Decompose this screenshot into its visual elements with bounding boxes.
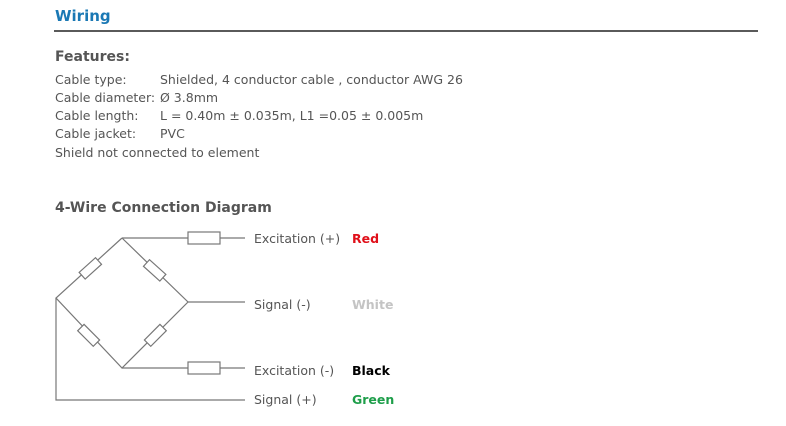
resistor-icon: [143, 323, 168, 348]
feature-value-cable-diameter: Ø 3.8mm: [160, 90, 219, 105]
feature-label-cable-diameter: Cable diameter:: [55, 90, 156, 105]
feature-label-cable-length: Cable length:: [55, 108, 139, 123]
wire-label-signal-plus: Signal (+): [254, 392, 317, 407]
resistor-icon: [142, 258, 167, 282]
resistor-icon: [78, 256, 103, 280]
section-title: Wiring: [55, 7, 111, 25]
resistor-icon: [187, 361, 221, 375]
resistor-icon: [76, 323, 101, 348]
bridge-wires: [55, 237, 189, 369]
wire-color-black: Black: [352, 363, 390, 378]
features-heading: Features:: [55, 49, 130, 65]
title-divider: [54, 30, 758, 32]
resistor-icon: [187, 231, 221, 245]
wire-label-excitation-plus: Excitation (+): [254, 231, 341, 246]
wire-color-white: White: [352, 297, 394, 312]
diagram-title: 4-Wire Connection Diagram: [55, 200, 272, 216]
wire-label-excitation-minus: Excitation (-): [254, 363, 335, 378]
wire-signal-plus: [55, 298, 245, 401]
feature-value-cable-length: L = 0.40m ± 0.035m, L1 =0.05 ± 0.005m: [160, 108, 424, 123]
feature-note: Shield not connected to element: [55, 145, 260, 160]
wire-color-red: Red: [352, 231, 380, 246]
feature-value-cable-jacket: PVC: [160, 126, 185, 141]
wire-color-green: Green: [352, 392, 395, 407]
feature-label-cable-type: Cable type:: [55, 72, 127, 87]
feature-value-cable-type: Shielded, 4 conductor cable , conductor …: [160, 72, 463, 87]
feature-label-cable-jacket: Cable jacket:: [55, 126, 137, 141]
wire-label-signal-minus: Signal (-): [254, 297, 311, 312]
